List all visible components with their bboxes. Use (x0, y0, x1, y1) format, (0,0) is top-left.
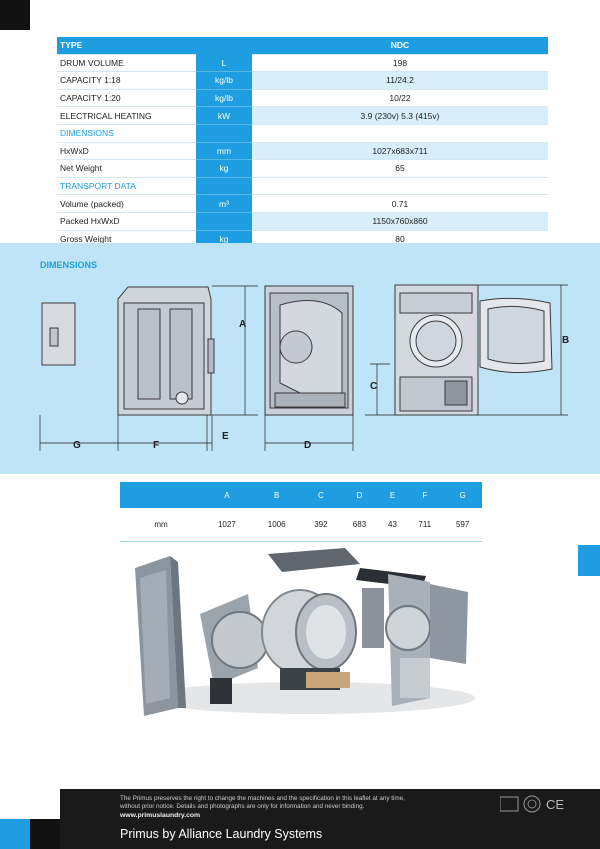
dims-col-header: D (340, 482, 379, 508)
spec-value: 198 (252, 54, 548, 73)
footer-disclaimer-line-2: without prior notice. Details and photog… (120, 803, 365, 810)
exploded-dryer-illustration (135, 548, 475, 716)
spec-unit: mm (196, 142, 252, 161)
spec-label: DIMENSIONS (57, 124, 196, 143)
spec-label: Net Weight (57, 159, 196, 178)
spec-unit: m³ (196, 194, 252, 213)
spec-row: Packed HxWxD 1150x760x860 (57, 212, 548, 231)
spec-label: Packed HxWxD (57, 212, 196, 231)
footer-url-link[interactable]: www.primuslaundry.com (120, 812, 201, 819)
spec-value: 11/24.2 (252, 71, 548, 90)
spec-unit: kg/lb (196, 89, 252, 108)
dims-col-header: G (443, 482, 482, 508)
spec-value: 1150x760x860 (252, 212, 548, 231)
spec-unit (196, 177, 252, 196)
dims-col-header: F (406, 482, 444, 508)
spec-unit (196, 124, 252, 143)
ce-mark: CE (546, 797, 564, 812)
spec-unit: L (196, 54, 252, 73)
certification-marks: CE (500, 795, 564, 813)
footer: The Primus preserves the right to change… (60, 789, 600, 849)
spec-label: HxWxD (57, 142, 196, 161)
spec-unit (196, 212, 252, 231)
spec-value: 0.71 (252, 194, 548, 213)
spec-value (252, 177, 548, 196)
spec-label: ELECTRICAL HEATING (57, 106, 196, 125)
dimension-drawings: A B C D E F G (39, 284, 569, 451)
spec-value: 65 (252, 159, 548, 178)
dims-value: 711 (406, 508, 444, 542)
dims-col-header: A (202, 482, 252, 508)
dimensions-panel: DIMENSIONS (0, 243, 600, 474)
spec-header-value: NDC (252, 37, 548, 55)
dimensions-title: DIMENSIONS (40, 260, 98, 270)
spec-label: CAPACITY 1:20 (57, 89, 196, 108)
dims-col-header: E (378, 482, 407, 508)
checker-tile-blue (0, 819, 30, 849)
footer-disclaimer: The Primus preserves the right to change… (120, 795, 460, 811)
spec-value (252, 124, 548, 143)
label-G: G (73, 440, 81, 451)
label-F: F (153, 440, 159, 451)
footer-disclaimer-line-1: The Primus preserves the right to change… (120, 795, 405, 802)
dims-col-header: C (301, 482, 341, 508)
spec-header-unit (196, 37, 252, 55)
spec-value: 3.9 (230v) 5.3 (415v) (252, 106, 548, 125)
label-B: B (562, 335, 569, 346)
spec-header-label: TYPE (57, 37, 196, 55)
checker-tile-white (30, 789, 60, 819)
label-C: C (370, 381, 377, 392)
spec-header-row: TYPE NDC (57, 37, 548, 55)
corner-block-top-left (0, 0, 30, 30)
spec-row: DIMENSIONS (57, 124, 548, 143)
spec-row: TRANSPORT DATA (57, 177, 548, 196)
label-D: D (304, 440, 311, 451)
dims-value: 597 (443, 508, 482, 542)
side-tab-marker (578, 545, 600, 576)
label-E: E (222, 431, 229, 442)
dims-value: 1027 (202, 508, 252, 542)
cert-badge-icon (500, 796, 519, 812)
label-A: A (239, 319, 246, 330)
cert-seal-icon (523, 795, 541, 813)
spec-unit: kg/lb (196, 71, 252, 90)
spec-unit: kg (196, 159, 252, 178)
footer-brand: Primus by Alliance Laundry Systems (120, 827, 323, 841)
dims-value: 43 (378, 508, 407, 542)
dims-value: 392 (301, 508, 341, 542)
dims-value: 683 (340, 508, 379, 542)
dims-value: 1006 (251, 508, 302, 542)
spec-unit: kW (196, 106, 252, 125)
spec-label: DRUM VOLUME (57, 54, 196, 73)
spec-label: TRANSPORT DATA (57, 177, 196, 196)
spec-label: Volume (packed) (57, 194, 196, 213)
spec-value: 1027x683x711 (252, 142, 548, 161)
spec-value: 10/22 (252, 89, 548, 108)
dimensions-row-label: mm (120, 508, 202, 542)
door-side-view (41, 302, 76, 366)
dims-col-header: B (251, 482, 302, 508)
spec-label: CAPACITY 1:18 (57, 71, 196, 90)
checker-tile-black (30, 819, 60, 849)
